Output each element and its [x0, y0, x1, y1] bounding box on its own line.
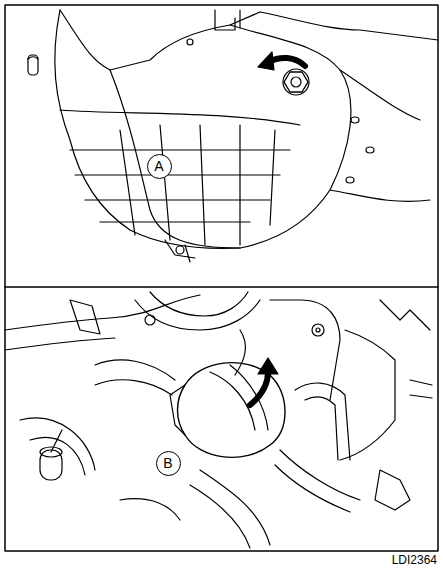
- callout-circle: A: [147, 154, 172, 179]
- callout-letter: A: [154, 159, 163, 173]
- figure-code: LDI2364: [391, 553, 438, 567]
- callout-letter: B: [163, 456, 172, 470]
- callout-circle: B: [156, 451, 181, 476]
